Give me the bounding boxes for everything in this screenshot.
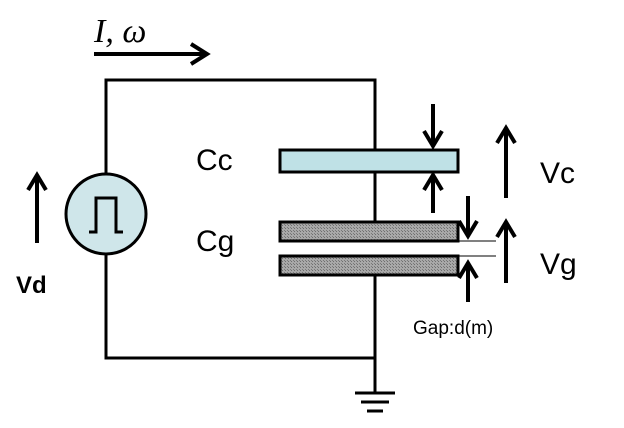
cc-label: Cc — [196, 144, 233, 177]
vc-label: Vc — [540, 157, 575, 190]
vg-label: Vg — [540, 248, 577, 281]
ground-icon — [355, 391, 395, 413]
circuit-wires — [104, 78, 377, 392]
gap-arrows — [457, 196, 496, 302]
vd-arrow — [26, 171, 48, 243]
current-arrow — [94, 42, 211, 66]
cc-plate — [278, 148, 460, 174]
cg-lower-plate — [278, 254, 460, 277]
vg-arrow — [495, 218, 517, 283]
cg-upper-plate — [278, 220, 460, 243]
vd-label: Vd — [16, 272, 47, 299]
pulse-voltage-source-icon — [64, 172, 148, 256]
cg-label: Cg — [196, 225, 234, 258]
current-label: I, ω — [93, 13, 146, 50]
cc-thickness-arrows — [422, 104, 444, 213]
gap-label: Gap:d(m) — [413, 318, 493, 339]
vc-arrow — [495, 124, 517, 198]
